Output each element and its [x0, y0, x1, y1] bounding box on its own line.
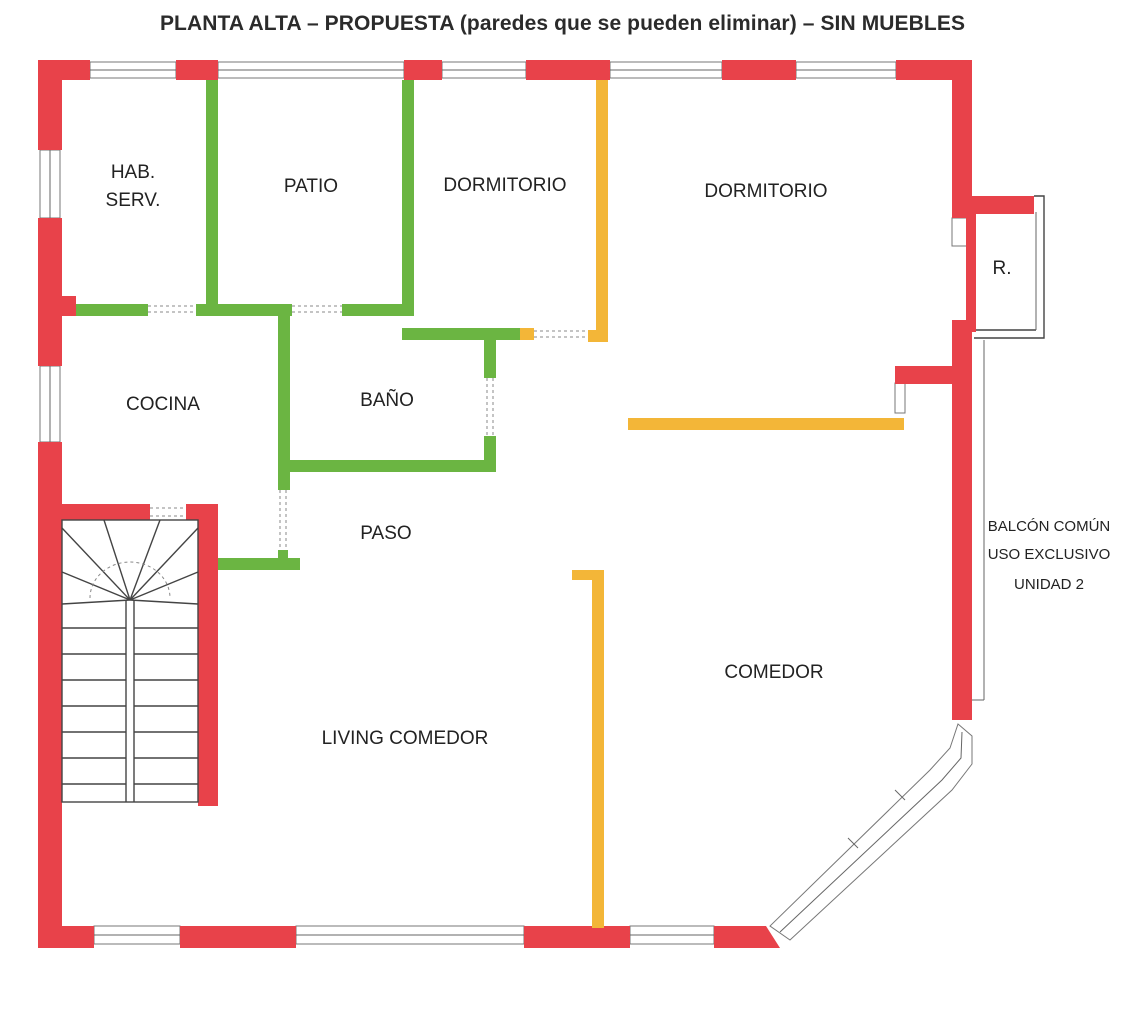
openings [148, 305, 588, 550]
removable-walls [76, 80, 532, 570]
ext-wall-left-stub [60, 296, 76, 316]
rem-wall-patio-bottom-a [196, 304, 292, 316]
label-balcony-3: UNIDAD 2 [1014, 576, 1084, 593]
ext-wall-top-b [176, 60, 218, 80]
plan-title: PLANTA ALTA – PROPUESTA (paredes que se … [159, 12, 966, 35]
new-wall-horizontal [628, 418, 904, 430]
ext-wall-top-a [38, 60, 90, 80]
rem-wall-bano-left [278, 304, 290, 490]
ext-wall-top-c [404, 60, 442, 80]
label-cocina: COCINA [126, 394, 200, 415]
staircase [61, 519, 199, 803]
label-comedor: COMEDOR [724, 662, 823, 683]
windows [39, 61, 973, 945]
new-wall-dormitorio [596, 80, 608, 342]
ext-wall-bottom-d [714, 926, 780, 948]
label-bano: BAÑO [360, 389, 414, 411]
r-box [972, 195, 1045, 701]
label-dormitorio-1: DORMITORIO [443, 175, 566, 196]
ext-wall-bottom-c [524, 926, 630, 948]
ext-wall-left-b [38, 218, 62, 366]
rem-wall-hab-bottom [76, 304, 148, 316]
rem-wall-paso-stub-v [278, 550, 288, 566]
label-patio: PATIO [284, 176, 338, 197]
ext-wall-right-stub [895, 366, 972, 384]
label-dormitorio-2: DORMITORIO [704, 181, 827, 202]
ext-wall-right-b [952, 320, 972, 720]
new-wall-dorm-stub [520, 328, 534, 340]
label-balcony-2: USO EXCLUSIVO [988, 546, 1111, 563]
label-r: R. [993, 258, 1012, 279]
ext-wall-r-box-top [952, 196, 1034, 214]
ext-wall-right-a [952, 60, 972, 218]
rem-wall-patio-right [402, 80, 414, 306]
proposed-walls [520, 80, 904, 928]
ext-wall-top-d [526, 60, 610, 80]
stair-wall-top-b [186, 504, 218, 520]
ext-wall-bottom-a [38, 926, 94, 948]
label-paso: PASO [360, 523, 411, 544]
ext-wall-top-e [722, 60, 796, 80]
window-right-2 [894, 382, 906, 414]
label-balcony-1: BALCÓN COMÚN [988, 518, 1111, 535]
label-living-comedor: LIVING COMEDOR [322, 728, 489, 749]
rem-wall-patio-bottom-b [342, 304, 414, 316]
window-diagonal [769, 723, 973, 941]
new-wall-comedor-top [572, 570, 604, 580]
label-hab-serv-1: HAB. [111, 162, 155, 183]
new-wall-dormitorio-foot [588, 330, 608, 342]
exterior-walls [38, 60, 1034, 948]
rem-wall-bano-right-a [484, 338, 496, 378]
rem-wall-bano-bottom [286, 460, 496, 472]
ext-wall-r-box-side [966, 196, 976, 332]
room-labels: HAB. SERV. PATIO DORMITORIO DORMITORIO R… [106, 162, 1111, 749]
new-wall-comedor [592, 570, 604, 928]
rem-wall-dorm-bottom [402, 328, 532, 340]
ext-wall-bottom-b [180, 926, 296, 948]
rem-wall-patio-left [206, 80, 218, 306]
stair-wall-top [60, 504, 150, 520]
label-hab-serv-2: SERV. [106, 190, 161, 211]
stair-wall [198, 506, 218, 806]
ext-wall-left-c [38, 442, 62, 948]
